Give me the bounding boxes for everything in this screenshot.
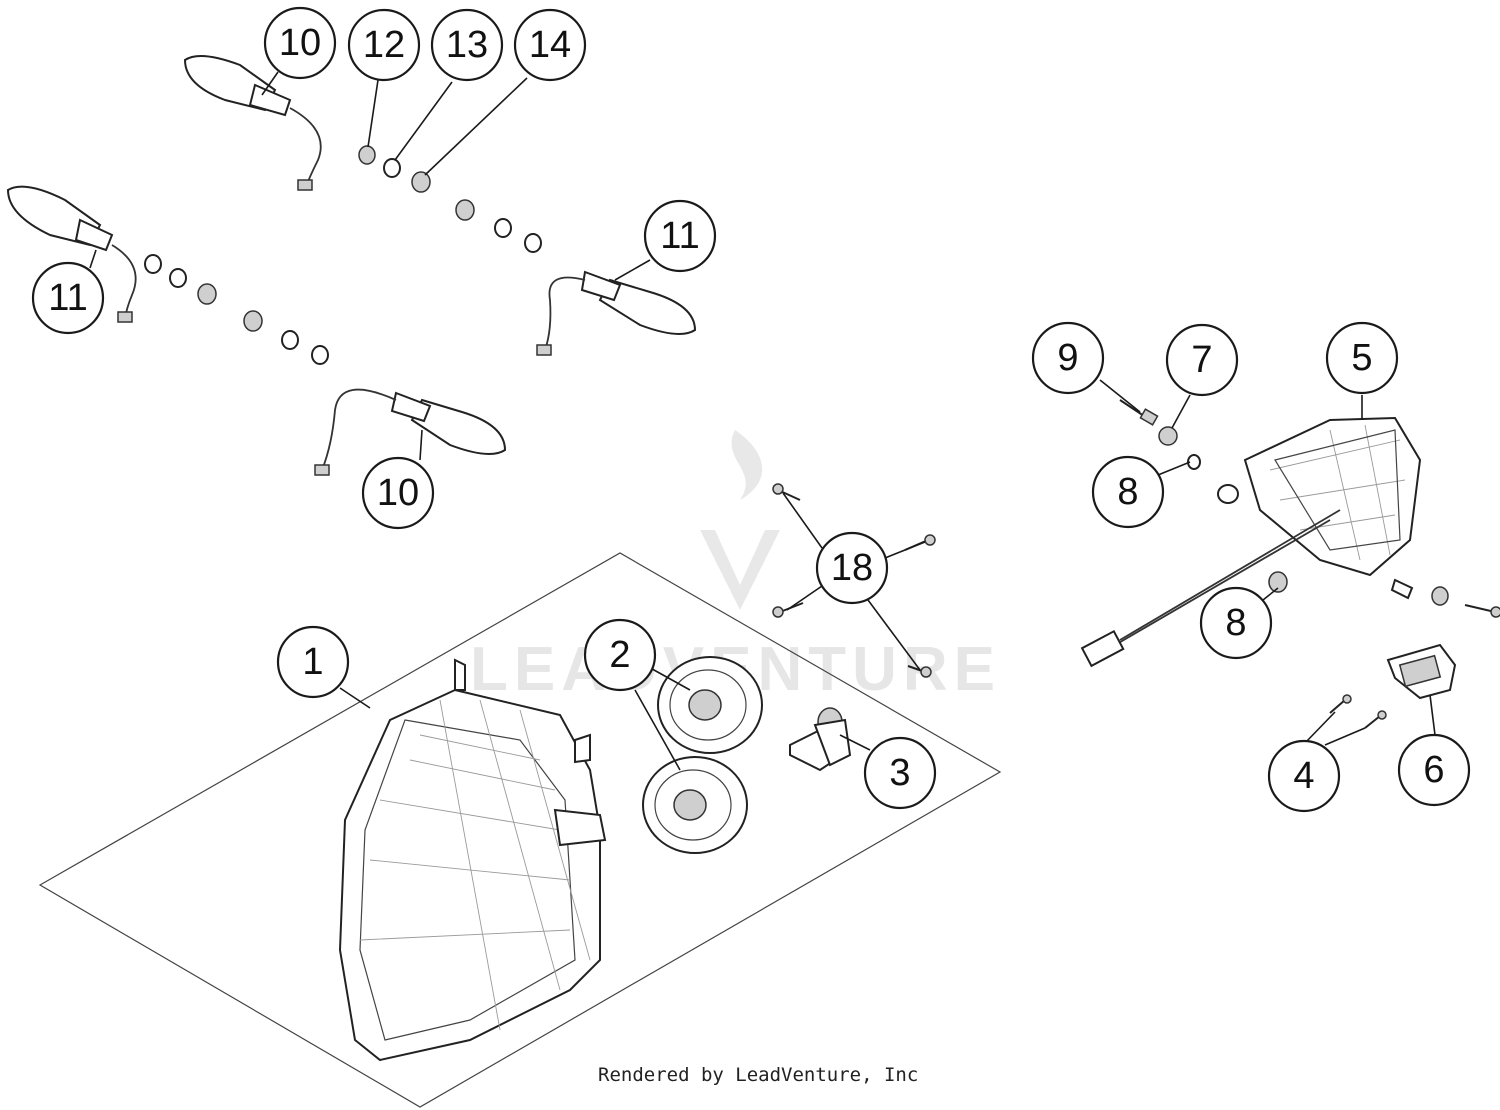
washer-set-top [358, 145, 542, 253]
callout-14: 14 [513, 8, 587, 82]
callout-11-left: 11 [31, 261, 105, 335]
svg-text:18: 18 [831, 547, 873, 589]
license-plate-light [1386, 643, 1457, 700]
callout-18: 18 [815, 531, 889, 605]
svg-text:13: 13 [446, 24, 488, 66]
svg-text:3: 3 [889, 752, 910, 794]
callout-7: 7 [1165, 323, 1239, 397]
svg-text:1: 1 [302, 641, 323, 683]
callout-1: 1 [276, 625, 350, 699]
svg-text:4: 4 [1293, 755, 1314, 797]
svg-text:12: 12 [363, 24, 405, 66]
svg-text:11: 11 [660, 215, 699, 257]
callout-10-top: 10 [263, 6, 337, 80]
callout-4: 4 [1267, 739, 1341, 813]
svg-text:11: 11 [48, 277, 87, 319]
turn-signal-11-left [6, 185, 137, 323]
turn-signal-11-right [536, 270, 697, 356]
turn-signal-10-top [183, 55, 322, 191]
svg-text:8: 8 [1117, 471, 1138, 513]
render-credit: Rendered by LeadVenture, Inc [598, 1064, 919, 1086]
kit-outline [38, 552, 1002, 1108]
washer-set-left [144, 254, 329, 365]
svg-text:7: 7 [1191, 339, 1212, 381]
callout-13: 13 [430, 8, 504, 82]
callout-11-right: 11 [643, 199, 717, 273]
callout-12: 12 [347, 8, 421, 82]
svg-text:5: 5 [1351, 337, 1372, 379]
callout-10-bottom: 10 [361, 456, 435, 530]
turn-signal-10-bottom [314, 388, 507, 476]
svg-text:9: 9 [1057, 337, 1078, 379]
callout-8-upper: 8 [1091, 455, 1165, 529]
svg-text:10: 10 [279, 22, 321, 64]
svg-text:8: 8 [1225, 602, 1246, 644]
screws-4 [1329, 694, 1387, 729]
svg-text:2: 2 [609, 634, 630, 676]
headlight-housing [338, 658, 607, 1062]
svg-text:14: 14 [529, 24, 571, 66]
callout-8-lower: 8 [1199, 586, 1273, 660]
svg-text:6: 6 [1423, 749, 1444, 791]
callout-3: 3 [863, 736, 937, 810]
bulb-cover-upper [657, 656, 763, 754]
svg-text:10: 10 [377, 472, 419, 514]
leader-lines [89, 71, 1436, 771]
callout-5: 5 [1325, 321, 1399, 395]
tail-light [1080, 416, 1422, 668]
bulb-cover-lower [642, 756, 748, 854]
callout-6: 6 [1397, 733, 1471, 807]
callout-9: 9 [1031, 321, 1105, 395]
callout-2: 2 [583, 618, 657, 692]
bulb [789, 707, 852, 772]
